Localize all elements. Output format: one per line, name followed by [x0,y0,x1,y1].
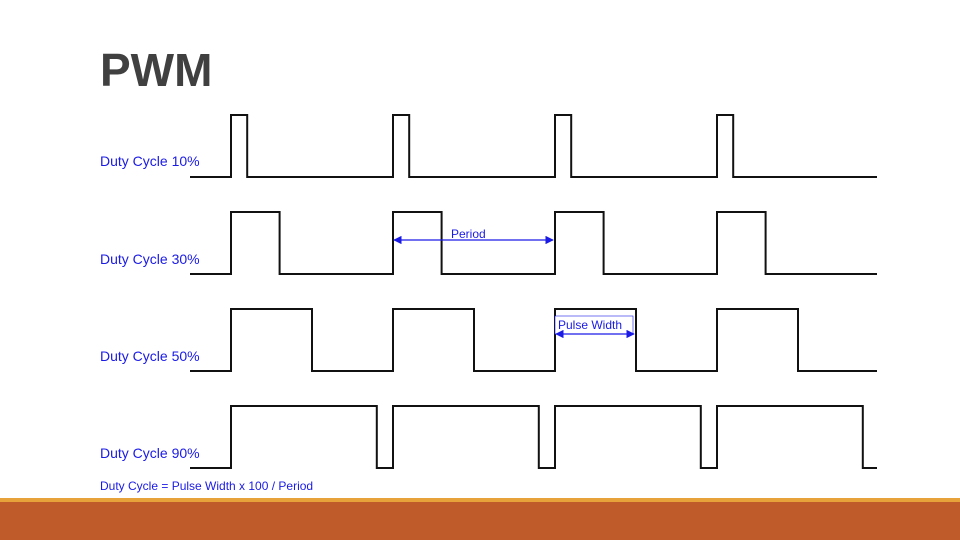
waveform-duty-10 [190,114,877,178]
footer-band [0,502,960,540]
row-label-50: Duty Cycle 50% [100,348,200,364]
waveform-duty-30 [190,211,877,275]
waveform-duty-90 [190,405,877,469]
pwm-diagram: Duty Cycle 10% Duty Cycle 30% Duty Cycle… [100,114,877,493]
row-label-30: Duty Cycle 30% [100,251,200,267]
waveform-duty-50 [190,308,877,372]
slide-title: PWM [100,44,213,96]
row-label-10: Duty Cycle 10% [100,153,200,169]
row-label-90: Duty Cycle 90% [100,445,200,461]
footer-accent-line [0,498,960,502]
duty-cycle-formula: Duty Cycle = Pulse Width x 100 / Period [100,479,313,493]
period-label: Period [451,227,486,241]
pulse-width-label: Pulse Width [558,318,622,332]
